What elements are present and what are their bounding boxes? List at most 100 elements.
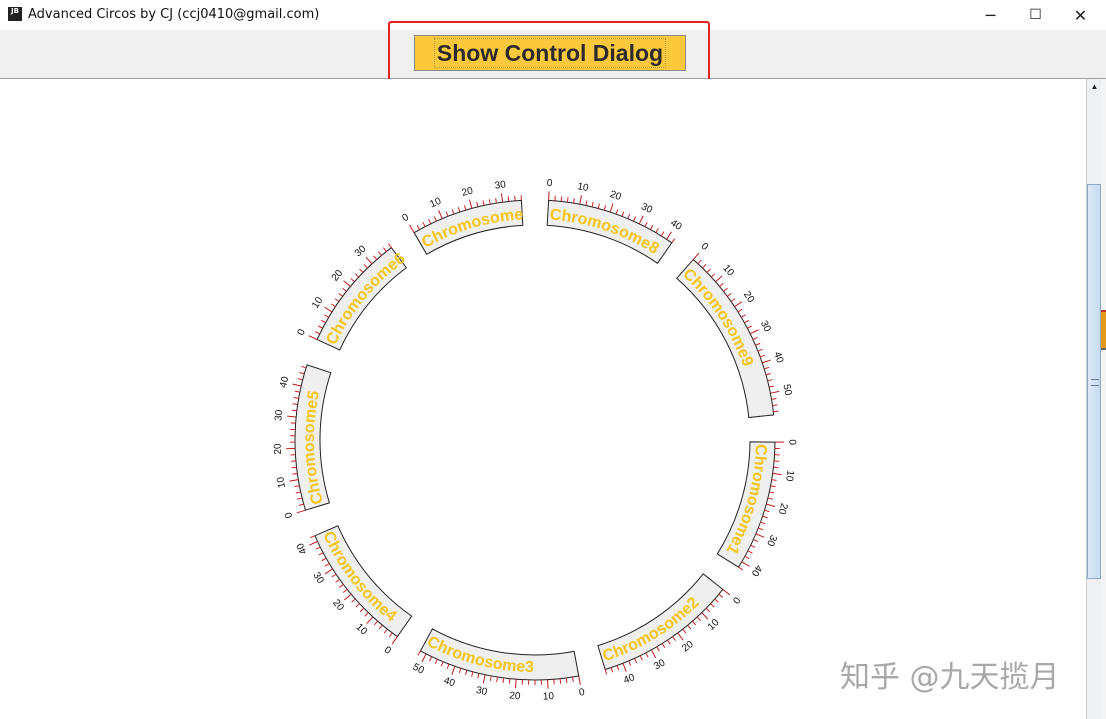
minimize-button[interactable]: ─ (985, 5, 996, 25)
major-tick (366, 616, 374, 624)
chromosome-7[interactable]: 0102030Chromosome7 (0, 0, 524, 255)
vertical-scrollbar[interactable]: ▲ (1086, 79, 1102, 719)
minor-tick (477, 673, 480, 679)
minor-tick (645, 652, 649, 658)
tick-label: 40 (771, 350, 785, 364)
minor-tick (760, 521, 766, 525)
tick-label: 20 (330, 268, 346, 284)
minor-tick (507, 196, 510, 202)
minor-tick (295, 491, 301, 494)
tick-label: 30 (652, 657, 667, 672)
tick-label: 30 (273, 409, 285, 422)
minor-tick (752, 336, 758, 340)
minor-tick (603, 205, 607, 211)
minor-tick (597, 203, 600, 209)
tick-label: 30 (475, 685, 489, 698)
scroll-up-arrow-icon[interactable]: ▲ (1090, 82, 1099, 91)
watermark: 知乎 @九天揽月 (840, 660, 1060, 695)
tick-label: 30 (353, 243, 369, 259)
scroll-thumb[interactable] (1087, 184, 1101, 579)
tick-label: 40 (278, 375, 291, 389)
minor-tick (373, 620, 378, 626)
major-tick (622, 663, 627, 672)
tick-label: 20 (509, 690, 521, 702)
tick-label: 40 (749, 563, 764, 579)
app-icon: JB (8, 7, 22, 21)
maximize-button[interactable]: ☐ (1029, 7, 1042, 23)
chromosome-band[interactable] (716, 441, 776, 568)
minor-tick (429, 656, 433, 662)
chromosome-band[interactable] (419, 628, 580, 681)
major-tick (451, 666, 456, 675)
minor-tick (765, 373, 771, 376)
minor-tick (770, 485, 776, 488)
minor-tick (433, 216, 437, 222)
minor-tick (291, 409, 297, 412)
major-tick (638, 215, 644, 225)
chromosome-band[interactable] (676, 258, 775, 419)
minor-tick (297, 497, 303, 500)
close-button[interactable]: ✕ (1073, 5, 1088, 25)
major-tick (287, 415, 297, 418)
minor-tick (566, 197, 569, 203)
minor-tick (591, 201, 594, 207)
minor-tick (416, 224, 421, 230)
major-tick (677, 632, 684, 641)
chromosome-band[interactable] (294, 364, 332, 511)
minor-tick (324, 314, 329, 318)
major-tick (762, 359, 771, 364)
minor-tick (747, 550, 753, 554)
minor-tick (321, 557, 327, 562)
major-tick (734, 301, 743, 308)
show-control-dialog-button[interactable]: Show Control Dialog (414, 35, 686, 71)
minor-tick (615, 209, 619, 215)
major-tick (391, 636, 398, 645)
minor-tick (293, 396, 299, 399)
minor-tick (744, 319, 750, 324)
minor-tick (463, 205, 467, 211)
minor-tick (764, 509, 770, 513)
minor-tick (758, 527, 764, 531)
minor-tick (649, 224, 654, 230)
minor-tick (320, 319, 326, 324)
major-tick (482, 674, 486, 684)
grip-icon (1091, 379, 1099, 386)
minor-tick (656, 646, 660, 652)
minor-tick (342, 589, 348, 593)
major-tick (409, 224, 415, 233)
minor-tick (334, 298, 340, 302)
minor-tick (434, 659, 438, 665)
minor-tick (741, 314, 746, 318)
major-tick (609, 203, 614, 213)
window-title: Advanced Circos by CJ (ccj0410@gmail.com… (28, 7, 320, 22)
chromosome-band[interactable] (546, 199, 673, 265)
minor-tick (753, 539, 759, 543)
chromosome-band[interactable] (597, 573, 724, 671)
minor-tick (767, 497, 773, 500)
tick-label: 40 (442, 675, 457, 689)
tick-label: 30 (639, 201, 654, 216)
minor-tick (310, 535, 316, 539)
minor-tick (339, 584, 344, 588)
minor-tick (764, 366, 770, 370)
tick-label: 20 (461, 185, 475, 199)
tick-label: 10 (576, 181, 589, 194)
chromosome-band[interactable] (314, 525, 413, 638)
minor-tick (355, 603, 360, 608)
minor-tick (610, 667, 614, 673)
chromosome-band[interactable] (316, 246, 408, 351)
minor-tick (768, 385, 775, 388)
minor-tick (747, 325, 753, 329)
minor-tick (377, 251, 382, 256)
minor-tick (388, 632, 393, 638)
minor-tick (773, 410, 779, 413)
minor-tick (446, 663, 450, 669)
